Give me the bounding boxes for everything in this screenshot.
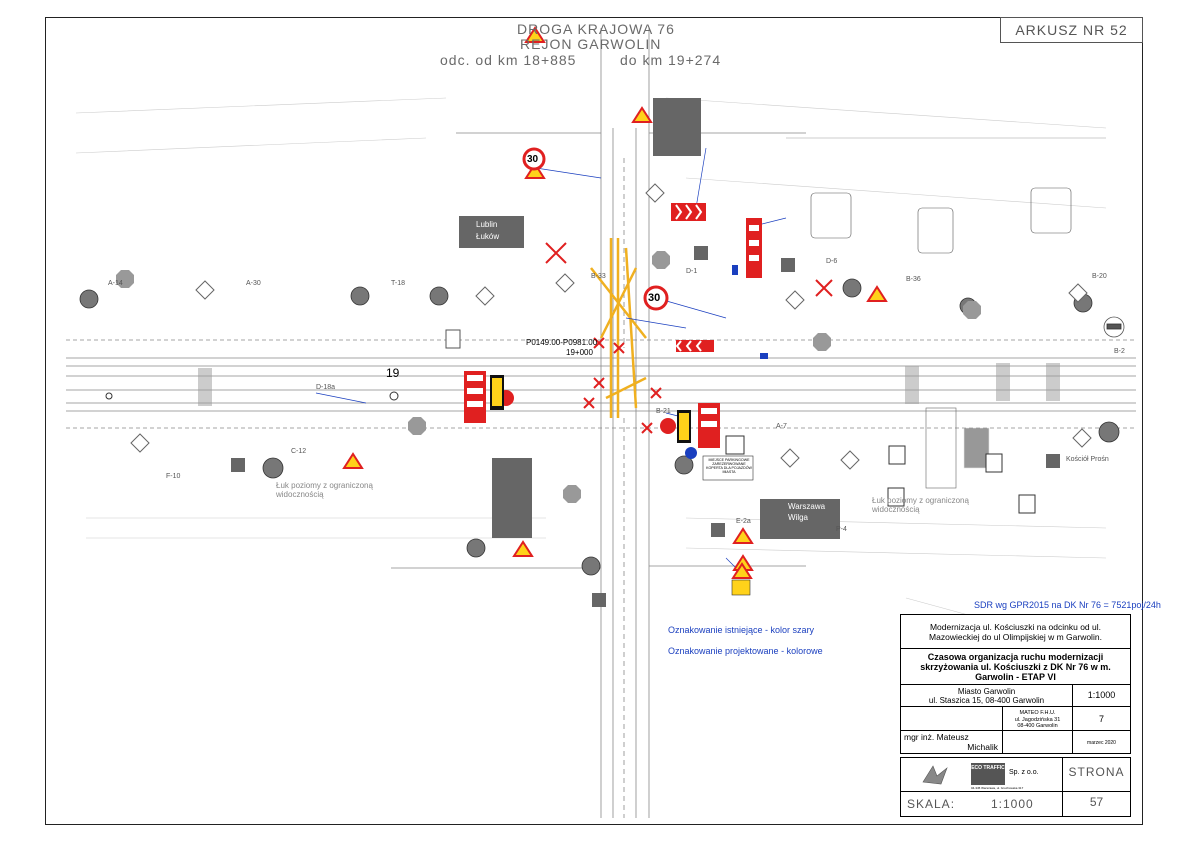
page-number-cell: 57 xyxy=(1063,792,1130,816)
empty-cell xyxy=(901,707,1003,731)
road-title: DROGA KRAJOWA 76 xyxy=(517,21,675,37)
sign-code-label: D-6 xyxy=(826,258,838,265)
sign-code-label: P-4 xyxy=(836,526,847,533)
sdr-note: SDR wg GPR2015 na DK Nr 76 = 7521poj/24h xyxy=(974,600,1161,610)
sign-code-label: B-20 xyxy=(1092,273,1107,280)
sign-code-label: T-18 xyxy=(391,280,406,287)
sign-code-label: B-21 xyxy=(656,408,671,415)
sign-code-label: B-33 xyxy=(591,273,606,280)
chainage-label: 19 xyxy=(386,366,400,380)
sign-code-label: E-2a xyxy=(736,518,751,525)
investor-line1: Miasto Garwolin xyxy=(957,687,1016,696)
project-cell: Modernizacja ul. Kościuszki na odcinku o… xyxy=(901,615,1130,649)
company-logo-cell: ECO TRAFFIC Sp. z o.o. 04-345 Warszawa, … xyxy=(901,758,1063,792)
point-label: P0149.00-P0981.00 xyxy=(526,338,598,347)
designer-cell: mgr inż. Mateusz Michalik xyxy=(901,731,1003,753)
strona-cell: STRONA xyxy=(1063,758,1130,792)
direction-lublin: Lublin xyxy=(476,220,498,229)
skala-label: SKALA: xyxy=(907,797,956,811)
investor-cell: Miasto Garwolin ul. Staszica 15, 08-400 … xyxy=(901,685,1073,707)
sign-code-label: D-18a xyxy=(316,384,336,391)
contractor-line1: MATEO F.H.U. xyxy=(1019,710,1056,716)
direction-lukow: Łuków xyxy=(476,232,500,241)
section-from: odc. od km 18+885 xyxy=(440,52,577,68)
speed-limit-label: 30 xyxy=(527,154,539,165)
sign-code-label: F-10 xyxy=(166,473,181,480)
investor-line2: ul. Staszica 15, 08-400 Garwolin xyxy=(928,696,1045,705)
company-suffix: Sp. z o.o. xyxy=(1009,769,1039,776)
legend-designed: Oznakowanie projektowane - kolorowe xyxy=(668,646,823,656)
company-address: 04-345 Warszawa, ul. Grochowska 317 xyxy=(971,786,1024,790)
region-title: REJON GARWOLIN xyxy=(520,36,662,52)
sign-code-label: D-1 xyxy=(686,268,698,275)
section-to: do km 19+274 xyxy=(620,52,722,68)
traffic-plan-drawing xyxy=(66,26,1136,818)
title-cell: Czasowa organizacja ruchu modernizacji s… xyxy=(901,649,1130,685)
direction-wilga: Wilga xyxy=(788,513,809,522)
designer-line1: mgr inż. Mateusz xyxy=(904,732,969,742)
company-block: ECO TRAFFIC Sp. z o.o. 04-345 Warszawa, … xyxy=(900,757,1131,817)
sheet-number: ARKUSZ NR 52 xyxy=(1000,17,1143,43)
sign-code-label: A-7 xyxy=(776,423,787,430)
eco-traffic-logo: ECO TRAFFIC xyxy=(971,763,1005,785)
contractor-line3: 08-400 Garwolin xyxy=(1017,723,1058,729)
project-name: Modernizacja ul. Kościuszki na odcinku o… xyxy=(929,622,1102,642)
legend-existing: Oznakowanie istniejące - kolor szary xyxy=(668,625,815,635)
curve-note-right: Łuk poziomy z ograniczoną widocznością xyxy=(872,496,969,514)
drawing-sheet: 19 19+000 P0149.00-P0981.00 30 30 Lublin… xyxy=(45,17,1143,825)
chainage-19-000: 19+000 xyxy=(566,348,593,357)
compass-logo-icon xyxy=(922,765,948,785)
scale-cell: 1:1000 xyxy=(1073,685,1130,707)
curve-note-left: Łuk poziomy z ograniczoną widocznością xyxy=(276,481,373,499)
sign-code-label: B-2 xyxy=(1114,348,1125,355)
scale-value: 1:1000 xyxy=(1087,690,1116,700)
signature-cell xyxy=(1003,731,1073,753)
sign-code-label: A-14 xyxy=(108,280,123,287)
parking-note: MIEJSCE PARKINGOWE ZAREZERWOWANE KOPERTA… xyxy=(706,458,752,474)
contractor-line2: ul. Jagodzińska 31 xyxy=(1014,716,1061,723)
sign-code-label: B-36 xyxy=(906,276,921,283)
strona-label: STRONA xyxy=(1068,765,1125,779)
direction-warszawa: Warszawa xyxy=(788,502,826,511)
drawing-number: 7 xyxy=(1098,714,1104,724)
sign-code-label: A-30 xyxy=(246,280,261,287)
skala-cell: SKALA: 1:1000 xyxy=(901,792,1063,816)
contractor-cell: MATEO F.H.U. ul. Jagodzińska 31 08-400 G… xyxy=(1003,707,1073,731)
church-label: Kościół Prośn xyxy=(1066,456,1109,463)
designer-line2: Michalik xyxy=(967,742,998,752)
drawing-title: Czasowa organizacja ruchu modernizacji s… xyxy=(920,652,1111,682)
speed-limit-label: 30 xyxy=(648,292,661,304)
skala-value: 1:1000 xyxy=(991,797,1034,811)
title-block: Modernizacja ul. Kościuszki na odcinku o… xyxy=(900,614,1131,754)
page-number: 57 xyxy=(1089,795,1104,809)
date-cell: marzec 2020 xyxy=(1073,731,1130,753)
date-value: marzec 2020 xyxy=(1087,740,1116,746)
sign-code-label: C-12 xyxy=(291,448,307,455)
drawing-no-cell: 7 xyxy=(1073,707,1130,731)
